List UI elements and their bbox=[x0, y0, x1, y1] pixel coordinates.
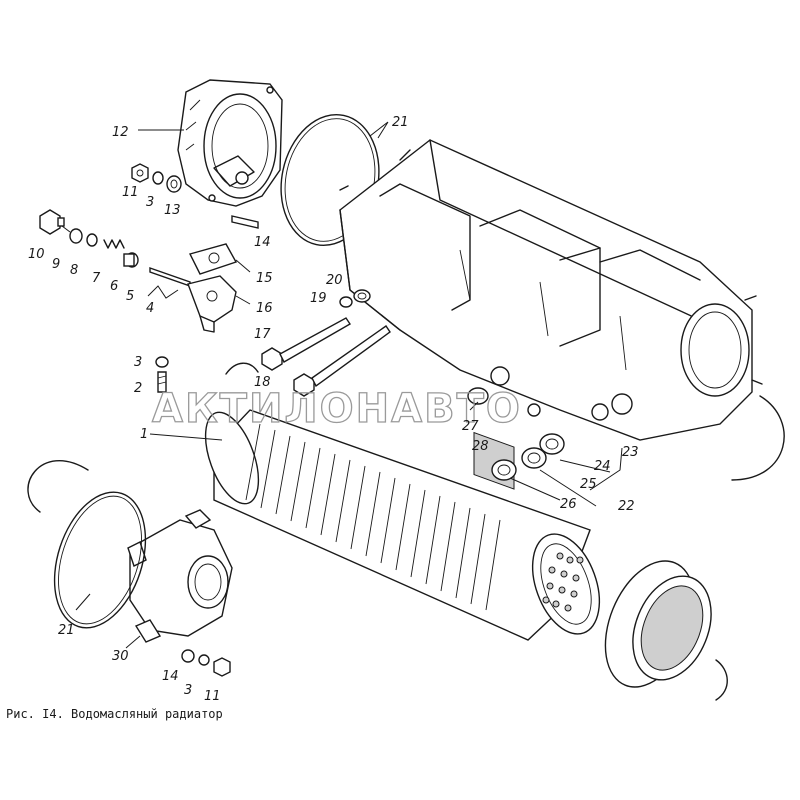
callout-21-upper: 21 bbox=[392, 115, 409, 130]
valve-body-part-16 bbox=[187, 275, 237, 333]
gasket-part-15 bbox=[188, 243, 238, 275]
callout-20: 20 bbox=[326, 273, 343, 288]
screw-part-2 bbox=[157, 371, 167, 393]
callout-9: 9 bbox=[52, 257, 60, 272]
callout-30: 30 bbox=[112, 649, 129, 664]
callout-23: 23 bbox=[622, 445, 639, 460]
callout-6: 6 bbox=[110, 279, 118, 294]
callout-8: 8 bbox=[70, 263, 78, 278]
washer-part-8 bbox=[86, 233, 98, 247]
washer-part-14-lower bbox=[181, 649, 195, 663]
callout-13: 13 bbox=[164, 203, 181, 218]
end-screen-cap bbox=[604, 560, 712, 688]
callout-14-upper: 14 bbox=[254, 235, 271, 250]
callout-17: 17 bbox=[254, 327, 271, 342]
callout-11-upper: 11 bbox=[122, 185, 139, 200]
spring-washer-part-3-lower bbox=[198, 654, 210, 666]
bolt-part-4 bbox=[149, 267, 191, 287]
nut-part-11-upper bbox=[131, 163, 149, 183]
callout-14-lower: 14 bbox=[162, 669, 179, 684]
callout-4: 4 bbox=[146, 301, 154, 316]
callout-2: 2 bbox=[134, 381, 142, 396]
gasket-part-9 bbox=[69, 228, 83, 244]
washer-part-3-middle bbox=[155, 356, 169, 368]
drain-washers-parts-22-28 bbox=[467, 387, 565, 481]
callout-16: 16 bbox=[256, 301, 273, 316]
callout-27: 27 bbox=[462, 419, 479, 434]
callout-25: 25 bbox=[580, 477, 597, 492]
callout-12: 12 bbox=[112, 125, 129, 140]
callout-28: 28 bbox=[472, 439, 489, 454]
callout-26: 26 bbox=[560, 497, 577, 512]
callout-18: 18 bbox=[254, 375, 271, 390]
callout-1: 1 bbox=[140, 427, 148, 442]
callout-10: 10 bbox=[28, 247, 45, 262]
callout-21-lower: 21 bbox=[58, 623, 75, 638]
callout-5: 5 bbox=[126, 289, 134, 304]
callout-7: 7 bbox=[92, 271, 101, 286]
radiator-core-part-1 bbox=[204, 409, 601, 641]
bushing-part-5 bbox=[123, 253, 135, 267]
rotation-arrows bbox=[27, 362, 785, 701]
callout-15: 15 bbox=[256, 271, 273, 286]
callout-numbers: 12 21 11 3 13 14 10 9 8 7 6 5 4 15 16 20… bbox=[28, 115, 639, 704]
front-cover-part-30 bbox=[127, 509, 233, 643]
spring-part-7 bbox=[103, 239, 125, 249]
watermark-text: АКТИЛОНАВТО bbox=[152, 386, 522, 432]
callout-3-middle: 3 bbox=[134, 355, 142, 370]
washer-part-19 bbox=[339, 296, 353, 308]
bolt-part-17 bbox=[261, 317, 351, 371]
callout-3-upper: 3 bbox=[146, 195, 154, 210]
figure-caption: Рис. I4. Водомасляный радиатор bbox=[6, 707, 223, 721]
plug-part-10 bbox=[39, 209, 65, 235]
o-ring-part-21-lower bbox=[53, 491, 147, 629]
callout-11-lower: 11 bbox=[204, 689, 221, 704]
callout-24: 24 bbox=[594, 459, 611, 474]
flange-cover-part-12 bbox=[177, 79, 283, 207]
leader-lines bbox=[61, 121, 623, 649]
nut-part-11-lower bbox=[213, 657, 231, 677]
washer-part-13 bbox=[166, 175, 182, 193]
washer-part-20 bbox=[353, 289, 371, 303]
callout-3-lower: 3 bbox=[184, 683, 192, 698]
bolt-part-18 bbox=[293, 325, 391, 397]
stud-part-14-upper bbox=[231, 215, 259, 229]
spring-washer-part-3-upper bbox=[152, 171, 164, 185]
callout-22: 22 bbox=[618, 499, 635, 514]
callout-19: 19 bbox=[310, 291, 327, 306]
